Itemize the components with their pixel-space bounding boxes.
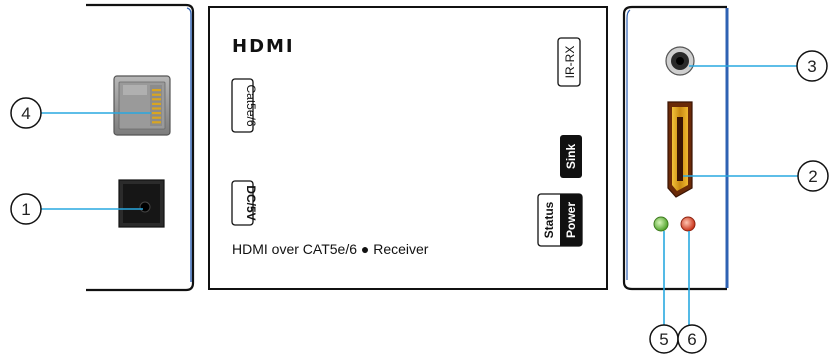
callout-1-text: 1 [21, 200, 30, 219]
callout-2-text: 2 [808, 167, 817, 186]
hdmi-logo: HDMI [232, 36, 295, 57]
rj45-pins [152, 89, 161, 124]
sink-label-text: Sink [564, 144, 578, 170]
dc-port-label: DC/5V [231, 180, 258, 226]
leader-lines [41, 65, 809, 326]
power-label-text: Power [564, 202, 578, 238]
callout-2: 2 [797, 160, 829, 192]
product-name: HDMI over CAT5e/6 ● Receiver [232, 241, 429, 257]
callout-4: 4 [10, 97, 42, 129]
callout-3-text: 3 [807, 57, 816, 76]
left-side-panel [86, 3, 195, 292]
dc-power-jack [118, 179, 165, 228]
callout-6: 6 [677, 324, 707, 354]
dc-label-text: DC/5V [244, 185, 258, 220]
hdmi-port [667, 101, 693, 198]
rj45-port [113, 75, 171, 136]
ir-port-label: IR-RX [557, 37, 581, 87]
callout-5-text: 5 [659, 330, 668, 349]
callout-5: 5 [649, 324, 679, 354]
callout-4-text: 4 [21, 104, 30, 123]
status-power-label: Status Power [537, 193, 583, 247]
callout-6-text: 6 [687, 330, 696, 349]
hdmi-logo-text: HDMI [232, 36, 295, 57]
ir-jack [665, 46, 695, 76]
ir-label-text: IR-RX [563, 46, 577, 79]
status-label-text: Status [542, 201, 556, 238]
sink-port-label: Sink [560, 135, 582, 178]
callout-1: 1 [10, 193, 42, 225]
callout-3: 3 [796, 50, 828, 82]
power-led-red [680, 216, 696, 232]
cat-label-text: Cat5e/6 [244, 84, 258, 126]
cat-port-label: Cat5e/6 [231, 78, 258, 133]
status-led-green [653, 216, 669, 232]
